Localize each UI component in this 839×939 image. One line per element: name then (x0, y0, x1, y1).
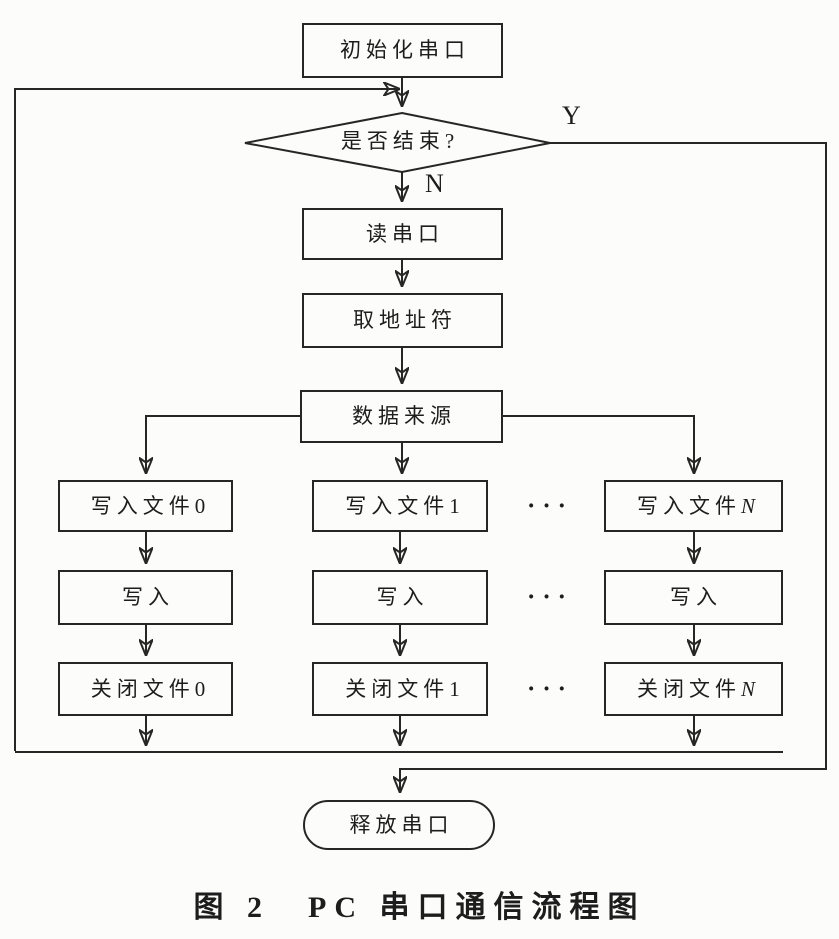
node-init-serial: 初始化串口 (302, 23, 503, 78)
node-write-n: 写入 (604, 570, 783, 625)
decision-is-finished: 是否结束? (340, 129, 460, 153)
node-label-index: 1 (449, 676, 460, 701)
node-data-source: 数据来源 (300, 390, 503, 443)
node-label: 关闭文件 (636, 676, 741, 701)
node-get-address: 取地址符 (302, 293, 503, 348)
node-write-1: 写入 (312, 570, 488, 625)
ellipsis-row-1: ··· (527, 493, 574, 520)
node-release-serial: 释放串口 (303, 800, 495, 850)
node-write-0: 写入 (58, 570, 233, 625)
label-yes: Y (562, 101, 581, 130)
figure-caption: 图 2 PC 串口通信流程图 (193, 891, 646, 924)
node-read-serial: 读串口 (302, 208, 503, 260)
node-label: 写入文件 (345, 493, 450, 518)
node-label: 关闭文件 (345, 676, 450, 701)
ellipsis-row-3: ··· (527, 676, 574, 703)
node-label-index: N (740, 676, 755, 701)
label-no: N (425, 169, 444, 198)
node-label-index: 1 (449, 493, 460, 518)
node-label: 关闭文件 (90, 676, 195, 701)
edge-source-to-col0 (146, 415, 300, 473)
edge-yes-to-release (400, 142, 827, 792)
node-label: 写入文件 (90, 493, 195, 518)
node-label: 写入文件 (636, 493, 741, 518)
node-label-index: 0 (194, 676, 206, 701)
node-label-index: N (740, 493, 755, 518)
edge-loop-back (14, 89, 399, 751)
ellipsis-row-2: ··· (527, 584, 574, 611)
node-label-index: 0 (194, 493, 206, 518)
edge-source-to-colN (503, 415, 694, 473)
